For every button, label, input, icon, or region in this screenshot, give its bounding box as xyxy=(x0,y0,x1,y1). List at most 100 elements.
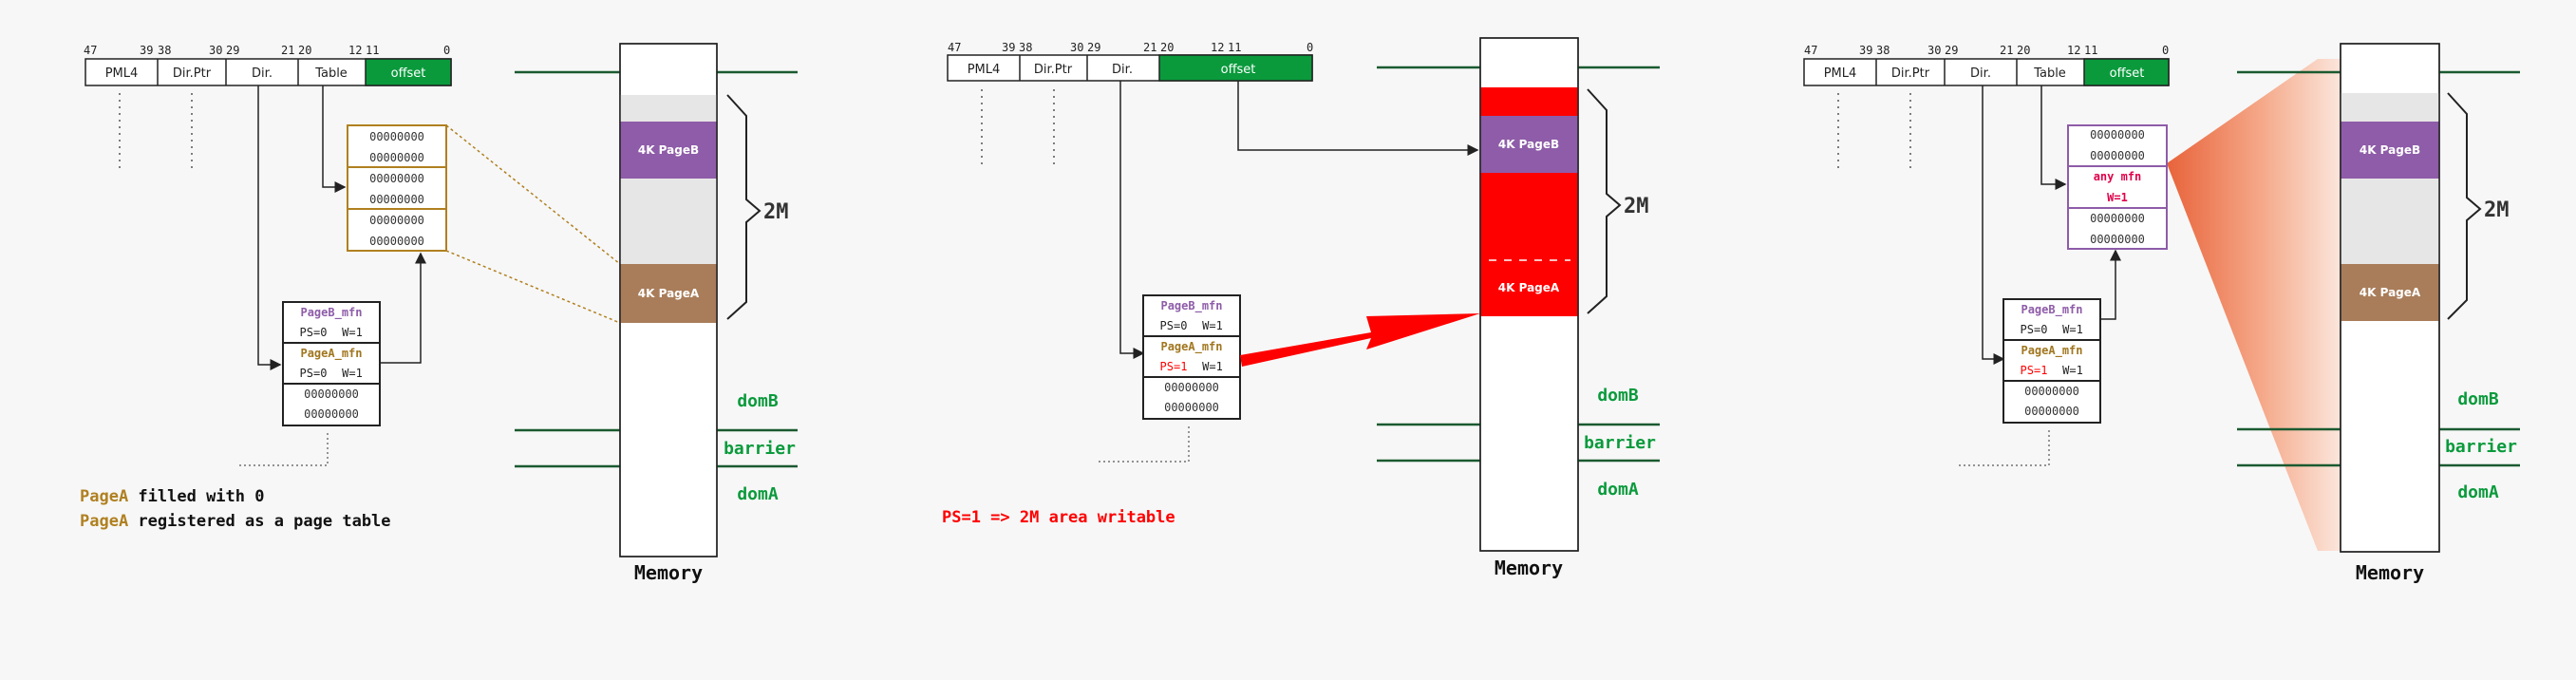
field-offset: offset xyxy=(2110,66,2145,81)
size-2m-label: 2M xyxy=(1624,195,1649,218)
pde-empty-entry: 00000000 xyxy=(2024,385,2079,398)
field-dir: Dir. xyxy=(252,66,273,81)
field-pml4: PML4 xyxy=(968,63,1001,77)
bit-number: 20 xyxy=(298,44,311,57)
barrier-label: barrier xyxy=(2445,437,2517,457)
memory-column: 4K PageB 4K PageA Memory xyxy=(2340,43,2440,584)
pte-entry: 00000000 xyxy=(2090,128,2145,142)
panel-2-diagram: 47 39 38 30 29 21 20 12 11 0 PML4 Dir.Pt… xyxy=(942,37,1660,579)
field-table: Table xyxy=(314,66,348,81)
pagea-mfn-arrow xyxy=(2100,249,2121,320)
bit-number: 12 xyxy=(348,44,362,57)
field-offset: offset xyxy=(1221,63,1256,77)
barrier-label: barrier xyxy=(1584,433,1656,453)
bit-number: 29 xyxy=(226,44,239,57)
bit-number: 29 xyxy=(1945,44,1958,57)
domb-label: domB xyxy=(2457,389,2499,409)
pde-dotted-leader xyxy=(237,433,329,466)
page-a-block xyxy=(620,264,717,323)
pde-ps-flag-set: PS=1 xyxy=(2021,364,2048,377)
pte-entry: 00000000 xyxy=(369,214,424,227)
virtual-address-fields: PML4 Dir.Ptr Dir. Table offset xyxy=(1803,58,2170,86)
pte-entry: 00000000 xyxy=(369,130,424,143)
bit-number: 0 xyxy=(2162,44,2169,57)
bit-number: 12 xyxy=(2067,44,2080,57)
page-b-block xyxy=(620,122,717,179)
pde-w-flag: W=1 xyxy=(342,367,363,380)
pte-entry: 00000000 xyxy=(369,151,424,164)
pde-empty-entry: 00000000 xyxy=(2024,405,2079,418)
bit-number: 20 xyxy=(1160,41,1174,54)
pde-pagea-mfn: PageA_mfn xyxy=(300,347,362,361)
bit-number: 39 xyxy=(1002,41,1015,54)
field-offset: offset xyxy=(391,66,426,81)
size-2m-label: 2M xyxy=(2484,198,2510,222)
bit-number: 47 xyxy=(948,41,961,54)
doma-label: domA xyxy=(1597,480,1639,500)
dir-arrow xyxy=(1982,85,2005,365)
pde-table: PageB_mfn PS=0 W=1 PageA_mfn PS=1 W=1 00… xyxy=(2003,298,2101,424)
caption-text: registered as a page table xyxy=(128,512,390,531)
pde-pagea-mfn: PageA_mfn xyxy=(1160,340,1222,354)
bit-number: 38 xyxy=(1019,41,1032,54)
bit-number: 29 xyxy=(1087,41,1100,54)
field-dir-ptr: Dir.Ptr xyxy=(1891,66,1930,81)
caption-highlight: PageA xyxy=(80,487,128,506)
pde-ps-flag-set: PS=1 xyxy=(1160,360,1188,373)
bit-number: 12 xyxy=(1211,41,1224,54)
virtual-address-fields: PML4 Dir.Ptr Dir. offset xyxy=(947,54,1313,82)
bit-number: 39 xyxy=(140,44,153,57)
pde-w-flag: W=1 xyxy=(2062,323,2083,336)
pde-w-flag: W=1 xyxy=(1202,319,1223,332)
pde-empty-entry: 00000000 xyxy=(304,407,359,421)
page-a-label: 4K PageA xyxy=(2360,286,2421,299)
pagea-mfn-arrow xyxy=(380,252,426,364)
page-a-label: 4K PageA xyxy=(1498,281,1560,294)
domb-label: domB xyxy=(737,391,779,411)
pte-table: 00000000 00000000 any mfn W=1 00000000 0… xyxy=(2067,124,2168,250)
bit-number: 39 xyxy=(1859,44,1872,57)
pde-table: PageB_mfn PS=0 W=1 PageA_mfn PS=0 W=1 00… xyxy=(282,301,381,426)
red-arrow xyxy=(1240,313,1480,367)
pte-entry: 00000000 xyxy=(369,193,424,206)
pde-pageb-mfn: PageB_mfn xyxy=(1160,299,1222,313)
pte-entry: 00000000 xyxy=(2090,233,2145,246)
page-b-label: 4K PageB xyxy=(638,143,699,157)
virtual-address-fields: PML4 Dir.Ptr Dir. Table offset xyxy=(85,58,452,86)
page-b-label: 4K PageB xyxy=(2360,143,2420,157)
barrier-label: barrier xyxy=(724,439,796,459)
bit-number: 21 xyxy=(1143,41,1156,54)
panel-1-diagram: 47 39 38 30 29 21 20 12 11 0 PML4 Dir.Pt… xyxy=(80,43,798,584)
bit-number: 11 xyxy=(366,44,379,57)
memory-column: 4K PageB 4K PageA Memory xyxy=(619,43,718,584)
bit-number: 0 xyxy=(443,44,450,57)
bit-number: 47 xyxy=(1804,44,1817,57)
field-pml4: PML4 xyxy=(105,66,139,81)
brace-2m xyxy=(1587,88,1622,314)
bit-number: 30 xyxy=(209,44,222,57)
offset-arrow xyxy=(1237,81,1479,156)
field-pml4: PML4 xyxy=(1824,66,1857,81)
pde-dotted-leader xyxy=(1958,430,2050,466)
pde-dotted-leader xyxy=(1098,426,1190,463)
page-b-block xyxy=(2341,122,2439,179)
pde-empty-entry: 00000000 xyxy=(1164,381,1219,394)
pte-entry: 00000000 xyxy=(369,172,424,185)
doma-label: domA xyxy=(2457,482,2499,502)
pde-ps-flag: PS=0 xyxy=(300,367,328,380)
table-arrow xyxy=(2040,85,2067,190)
field-dir-ptr: Dir.Ptr xyxy=(173,66,212,81)
caption-ps-writable: PS=1 => 2M area writable xyxy=(942,508,1175,527)
pte-entry: 00000000 xyxy=(2090,149,2145,162)
panel-3-arbitrary-mapping: 47 39 38 30 29 21 20 12 11 0 PML4 Dir.Pt… xyxy=(1717,0,2576,680)
caption-highlight: PageA xyxy=(80,512,128,531)
bit-number: 21 xyxy=(2000,44,2013,57)
memory-title: Memory xyxy=(1495,557,1563,579)
page-b-block xyxy=(1480,116,1578,173)
size-2m-label: 2M xyxy=(763,200,789,224)
caption-line-2: PageA registered as a page table xyxy=(80,512,391,531)
bit-number: 20 xyxy=(2017,44,2030,57)
field-dir-ptr: Dir.Ptr xyxy=(1034,63,1073,77)
field-table: Table xyxy=(2033,66,2066,81)
pde-ps-flag: PS=0 xyxy=(2021,323,2048,336)
